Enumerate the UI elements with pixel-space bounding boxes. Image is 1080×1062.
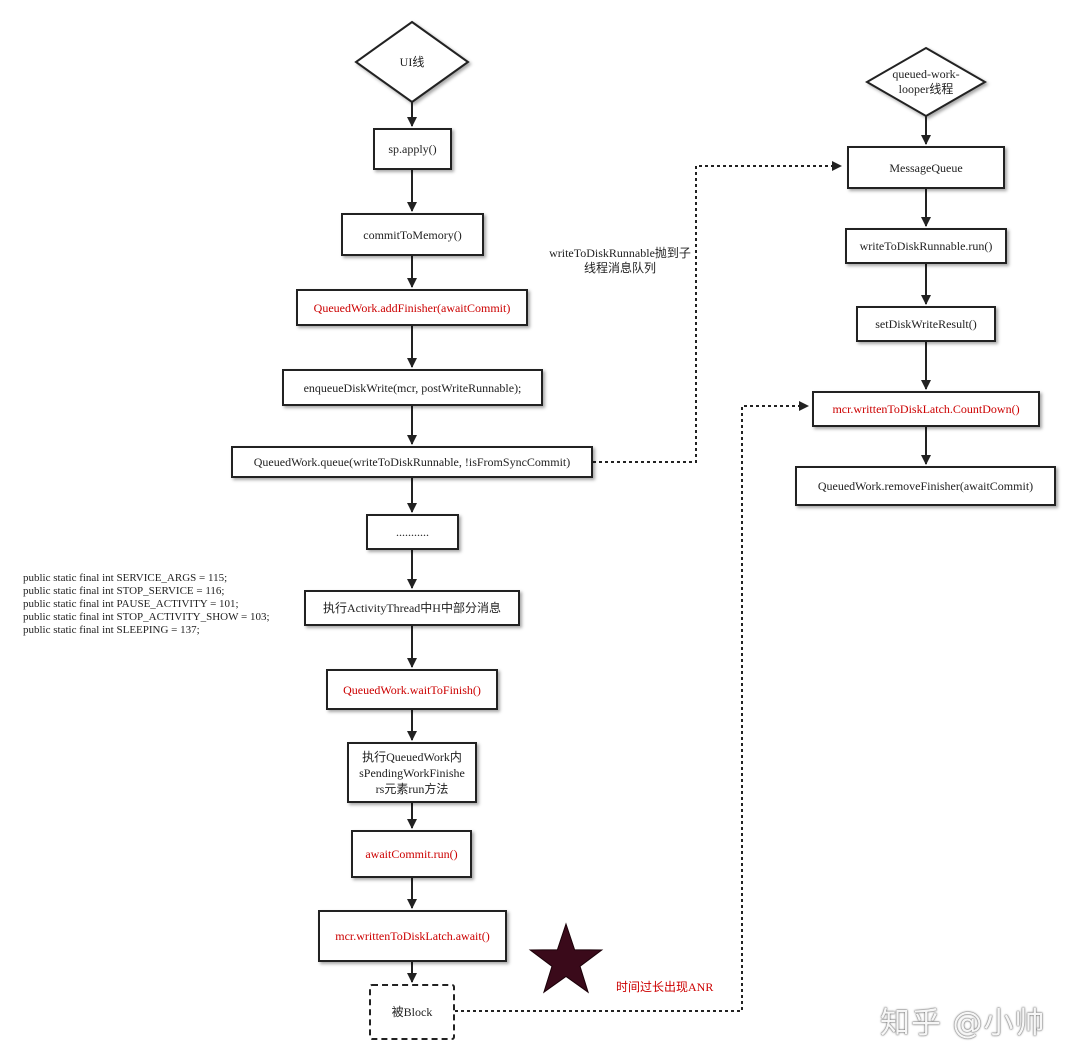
edge-block-to-countdown [455, 401, 809, 1012]
message-queue-node: MessageQueue [847, 146, 1005, 189]
sp-apply-node: sp.apply() [373, 128, 452, 170]
add-finisher-node: QueuedWork.addFinisher(awaitCommit) [296, 289, 528, 326]
latch-countdown-node: mcr.writtenToDiskLatch.CountDown() [812, 391, 1040, 427]
message-constants-note: public static final int SERVICE_ARGS = 1… [23, 572, 270, 636]
exec-pending-finishers-node: 执行QueuedWork内 sPendingWorkFinishe rs元素ru… [347, 742, 477, 803]
set-disk-write-result-node: setDiskWriteResult() [856, 306, 996, 342]
watermark: 知乎 @小帅 [880, 1006, 1046, 1041]
looper-thread-start-label: queued-work- looper线程 [892, 67, 960, 96]
blocked-node: 被Block [369, 984, 455, 1040]
runnable-run-node: writeToDiskRunnable.run() [845, 228, 1007, 264]
wait-to-finish-node: QueuedWork.waitToFinish() [326, 669, 498, 710]
star-icon [528, 922, 604, 994]
edge-queue-to-messagequeue [593, 161, 842, 463]
latch-await-node: mcr.writtenToDiskLatch.await() [318, 910, 507, 962]
await-commit-run-node: awaitCommit.run() [351, 830, 472, 878]
commit-to-memory-node: commitToMemory() [341, 213, 484, 256]
anr-annotation: 时间过长出现ANR [616, 980, 714, 994]
ellipsis-node: ........... [366, 514, 459, 550]
enqueue-disk-write-node: enqueueDiskWrite(mcr, postWriteRunnable)… [282, 369, 543, 406]
ui-thread-start-label: UI线 [399, 54, 425, 69]
post-to-queue-annotation: writeToDiskRunnable抛到子 线程消息队列 [549, 246, 691, 275]
remove-finisher-node: QueuedWork.removeFinisher(awaitCommit) [795, 466, 1056, 506]
queued-work-queue-node: QueuedWork.queue(writeToDiskRunnable, !i… [231, 446, 593, 478]
exec-activity-thread-node: 执行ActivityThread中H中部分消息 [304, 590, 520, 626]
